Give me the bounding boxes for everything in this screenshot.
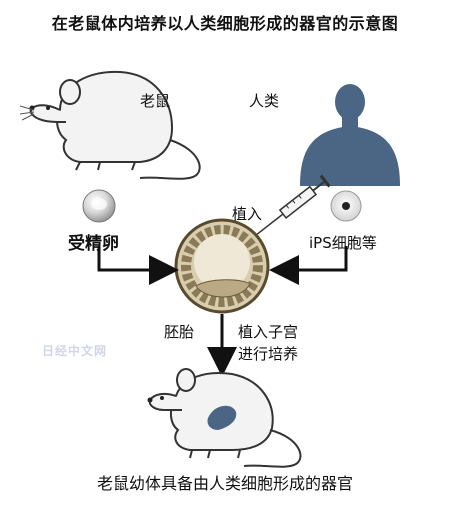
ips-cell-icon (330, 190, 362, 222)
label-grow: 进行培养 (238, 345, 299, 363)
label-ips-cells: iPS细胞等 (309, 234, 377, 252)
egg-cell-icon (82, 189, 116, 223)
label-implant-uterus: 植入子宫 (238, 323, 299, 341)
diagram-caption: 老鼠幼体具备由人类细胞形成的器官 (96, 474, 353, 493)
mouse-icon (19, 70, 201, 180)
page-title: 在老鼠体内培养以人类细胞形成的器官的示意图 (51, 14, 399, 33)
label-mouse: 老鼠 (140, 92, 171, 110)
human-silhouette-icon (300, 84, 400, 186)
arrows (97, 246, 348, 377)
watermark: 日经中文网 (42, 344, 108, 358)
label-fertilized-egg: 受精卵 (68, 234, 119, 254)
label-embryo: 胚胎 (164, 323, 195, 341)
offspring-mouse-icon (147, 368, 302, 468)
syringe-icon (255, 174, 331, 236)
label-implant: 植入 (232, 205, 263, 223)
embryo-icon (174, 218, 270, 314)
label-human: 人类 (249, 92, 280, 110)
